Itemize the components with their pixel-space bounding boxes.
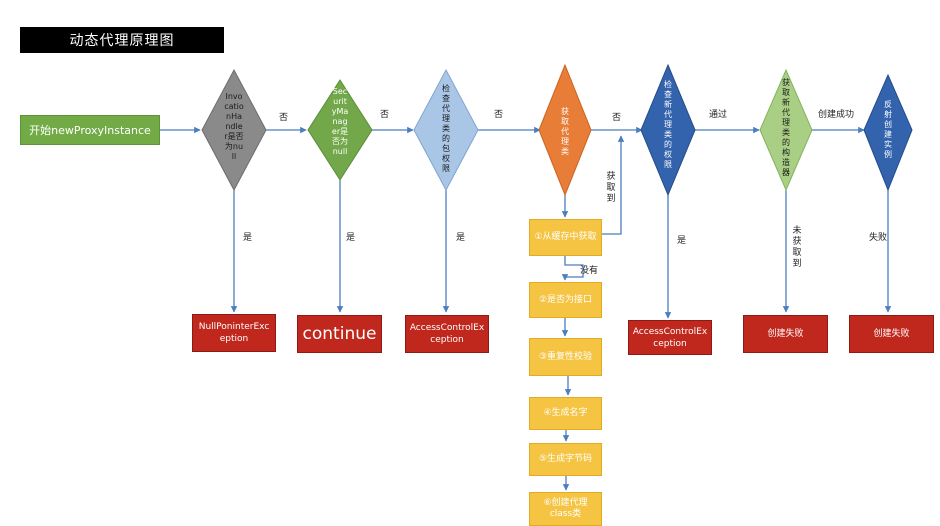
- edge-label-no-1: 否: [279, 113, 289, 123]
- outcome-continue: continue: [297, 315, 382, 353]
- outcome-null-pointer-exception: NullPoninterException: [192, 314, 276, 352]
- step-create-proxy-class: ⑥创建代理class类: [529, 492, 602, 526]
- decision-get-proxy-class: [538, 63, 592, 197]
- outcome-access-control-exception-2: AccessControlException: [628, 320, 712, 355]
- edge-label-no-3: 否: [494, 110, 504, 120]
- edge-label-no-4: 否: [612, 113, 622, 123]
- step-get-from-cache: ①从缓存中获取: [529, 219, 602, 256]
- decision-invocation-handler: [201, 68, 267, 192]
- decision-label-reflect-instance: 反射创建实例: [884, 100, 892, 159]
- edge-label-yes-4: 是: [677, 236, 687, 246]
- decision-security-manager: [307, 79, 373, 181]
- step-is-interface: ②是否为接口: [529, 282, 602, 318]
- decision-label-security-manager: SecurityManager是否为null: [331, 87, 349, 156]
- edge-label-pass: 通过: [709, 110, 728, 120]
- decision-label-get-proxy-class: 获取代理类: [561, 107, 569, 156]
- decision-label-new-proxy-permission: 检查新代理类的权限: [664, 80, 672, 169]
- edge-label-yes-3: 是: [456, 233, 466, 243]
- edge-label-yes-1: 是: [243, 233, 253, 243]
- edge-label-not-got: 未获取到: [792, 226, 802, 269]
- decision-label-package-permission: 检查代理类的包权限: [442, 84, 450, 173]
- decision-reflect-instance: [863, 73, 913, 192]
- edge-label-none: 没有: [580, 266, 599, 276]
- edge-label-yes-2: 是: [346, 233, 356, 243]
- step-duplicate-check: ③重复性校验: [529, 338, 602, 376]
- outcome-create-fail-2: 创建失败: [849, 315, 934, 353]
- decision-get-constructor: [759, 68, 813, 192]
- step-generate-bytecode: ⑤生成字节码: [529, 443, 602, 476]
- arrow-step1-to-step2: [561, 256, 584, 281]
- decision-label-invocation-handler: InvocationHandler是否为null: [224, 92, 244, 161]
- edge-label-fail: 失败: [869, 233, 888, 243]
- start-node: 开始newProxyInstance: [20, 115, 160, 145]
- decision-label-get-constructor: 获取新代理类的构造器: [782, 78, 790, 177]
- edge-label-got: 获取到: [606, 172, 616, 204]
- outcome-access-control-exception-1: AccessControlException: [405, 315, 489, 353]
- edge-label-no-2: 否: [380, 110, 390, 120]
- decision-package-permission: [413, 68, 479, 192]
- step-generate-name: ④生成名字: [529, 397, 602, 430]
- edge-label-create-success: 创建成功: [818, 110, 855, 120]
- page-title: 动态代理原理图: [20, 27, 224, 53]
- outcome-create-fail-1: 创建失败: [743, 315, 828, 353]
- arrow-step1-got: [602, 135, 625, 235]
- decision-new-proxy-permission: [640, 63, 696, 197]
